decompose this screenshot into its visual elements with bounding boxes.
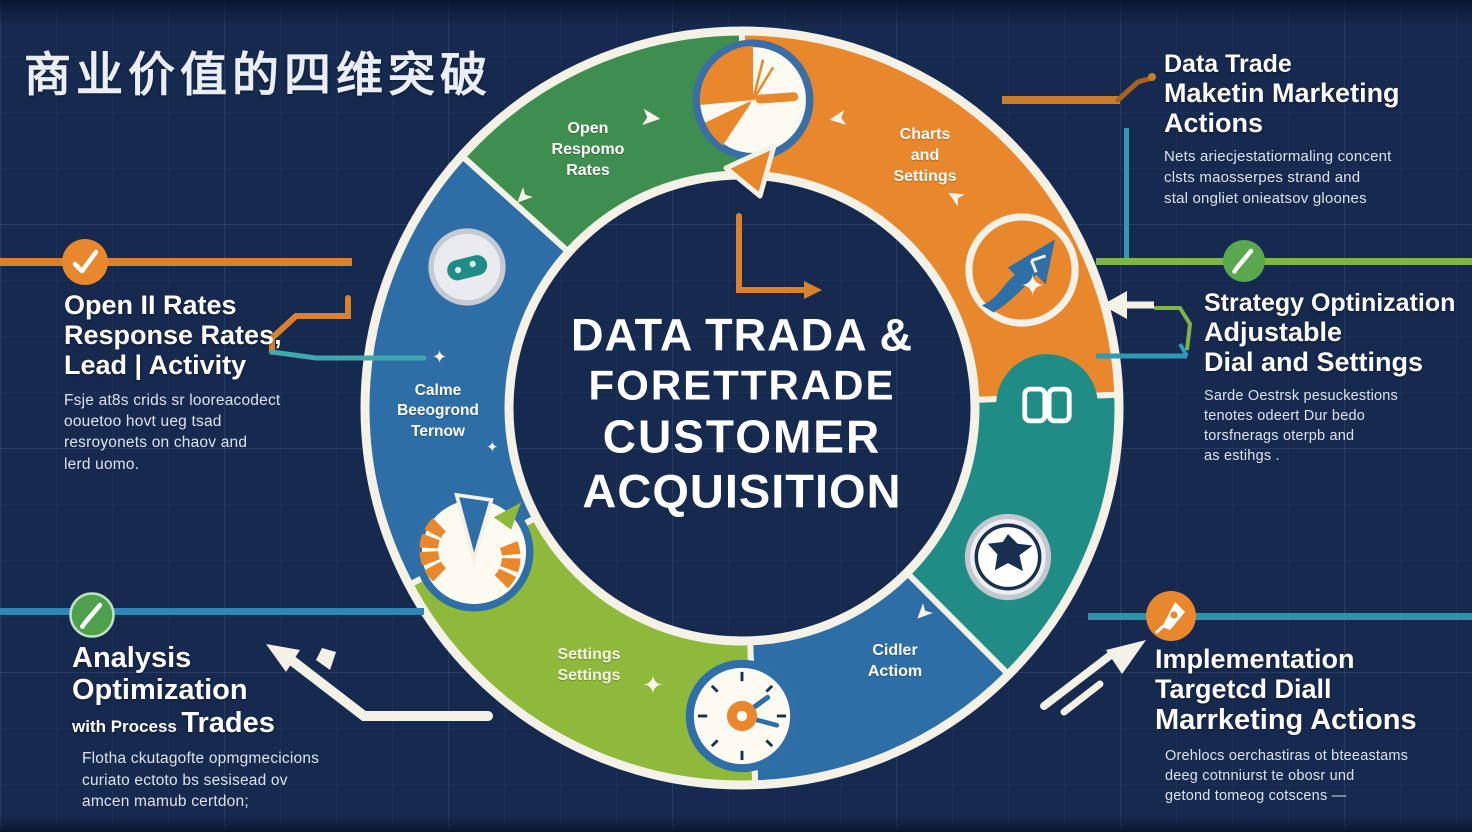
center-headline-line: CUSTOMER <box>602 410 882 463</box>
callout-analysis-optimization: Analysis Optimization with Process Trade… <box>72 642 392 813</box>
trend-arrow-icon <box>963 211 1081 334</box>
ring-sparkle-icon: ✦ <box>432 347 448 367</box>
callout-body-line: lerd uomo. <box>64 455 140 473</box>
ring-label-open-response: Open Respomo Rates <box>551 120 625 180</box>
callout-body-line: curiato ectoto bs sesisead ov <box>82 771 288 789</box>
book-icon <box>994 352 1100 463</box>
page-title: 商业价值的四维突破 <box>24 48 492 101</box>
cursor-arrow-icon <box>722 142 784 207</box>
callout-open-rates: Open II Rates Response Rates, Lead | Act… <box>64 290 364 475</box>
callout-title-line: Dial and Settings <box>1204 347 1424 378</box>
callout-body-line: tenotes odeert Dur bedo <box>1204 408 1365 425</box>
callout-title-line: Strategy Optinization <box>1204 289 1456 317</box>
callout-title-line: Actions <box>1164 108 1264 139</box>
center-headline-line: ACQUISITION <box>582 464 902 518</box>
callout-body-line: as estihgs . <box>1204 448 1280 465</box>
ring-sparkle-icon: ✦ <box>1020 270 1046 303</box>
ring-label-charts-settings: Charts and Settings <box>893 126 957 186</box>
callout-body-line: torsfnerags oterpb and <box>1204 428 1355 445</box>
bottom-left-connector <box>0 608 493 721</box>
callout-body-line: stal ongliet onieatsov gloones <box>1164 189 1367 207</box>
clock-icon <box>684 658 800 779</box>
callout-body-line: clsts maosserpes strand and <box>1164 169 1361 187</box>
bottom-right-connector <box>1040 613 1472 716</box>
callout-title-line: Optimization <box>72 674 248 707</box>
callout-title-line: Marrketing Actions <box>1155 704 1417 737</box>
callout-body-line: getond tomeog cotscens — <box>1165 787 1347 804</box>
pin-icon <box>964 513 1052 606</box>
top-right-connector <box>1002 73 1156 262</box>
callout-strategy-optimization: Strategy Optinization Adjustable Dial an… <box>1204 289 1472 466</box>
center-headline-line: FORETTRADE <box>588 361 896 409</box>
ring-sparkle-icon: ✦ <box>486 439 499 456</box>
pen-nib-badge-icon <box>1145 590 1197 647</box>
callout-body-line: Flotha ckutagofte opmgmecicions <box>82 750 320 768</box>
callout-data-trade: Data Trade Maketin Marketing Actions Net… <box>1164 50 1464 210</box>
ring-label-calme: Calme Beeogrond Ternow <box>397 382 479 440</box>
callout-title-line: Open II Rates <box>64 290 237 320</box>
callout-title-line: with Process Trades <box>72 707 392 739</box>
callout-title-line: Targetcd Diall <box>1155 674 1332 705</box>
ring-arrow-icon: ➤ <box>826 103 850 134</box>
callout-title-line: Lead | Activity <box>64 350 247 381</box>
callout-body-line: Sarde Oestrsk pesuckestions <box>1204 388 1398 405</box>
callout-title-line: Implementation <box>1155 644 1355 674</box>
left-connector <box>0 258 427 361</box>
callout-body-line: Fsje at8s crids sr looreacodect <box>64 391 281 409</box>
ring-label-cidler: Cidler Actiom <box>867 642 923 681</box>
center-headline: DATA TRADA & FORETTRADE CUSTOMER ACQUISI… <box>571 310 913 519</box>
center-headline-line: DATA TRADA & <box>571 309 913 361</box>
callout-body-line: resroyonets on chaov and <box>64 434 248 452</box>
ring-label-settings: Settings Settings <box>557 646 621 685</box>
callout-title-line: Maketin Marketing <box>1164 78 1400 108</box>
ring-outer-border <box>360 26 1124 790</box>
callout-title-line: Response Rates, <box>64 320 282 351</box>
axis-lines <box>736 213 822 299</box>
callout-body-line: Nets ariecjestatiormaling concent <box>1164 148 1392 166</box>
callout-implementation: Implementation Targetcd Diall Marrketing… <box>1155 644 1467 806</box>
callout-body-line: Orehlocs oerchastiras ot bteeastams <box>1165 747 1409 764</box>
callout-title-small: with Process <box>72 716 177 736</box>
pen-badge-icon <box>69 592 115 643</box>
pie-gauge-icon <box>412 490 536 619</box>
ring-sparkle-icon: ✦ <box>642 670 664 700</box>
callout-body-line: deeg cotnniurst te obosr und <box>1165 767 1355 784</box>
callout-title-line: Analysis <box>72 642 192 674</box>
callout-title-line: Adjustable <box>1204 317 1343 347</box>
gauge-icon <box>690 37 816 168</box>
controller-icon <box>428 228 506 311</box>
checkmark-badge-icon <box>61 238 109 291</box>
callout-title-big: Trades <box>181 706 275 739</box>
callout-body-line: amcen mamub certdon; <box>82 793 249 811</box>
pen-badge-icon <box>1222 239 1266 288</box>
callout-body-line: oouetoo hovt ueg tsad <box>64 413 222 431</box>
right-connector <box>1096 258 1472 359</box>
callout-title-line: Data Trade <box>1164 50 1292 78</box>
